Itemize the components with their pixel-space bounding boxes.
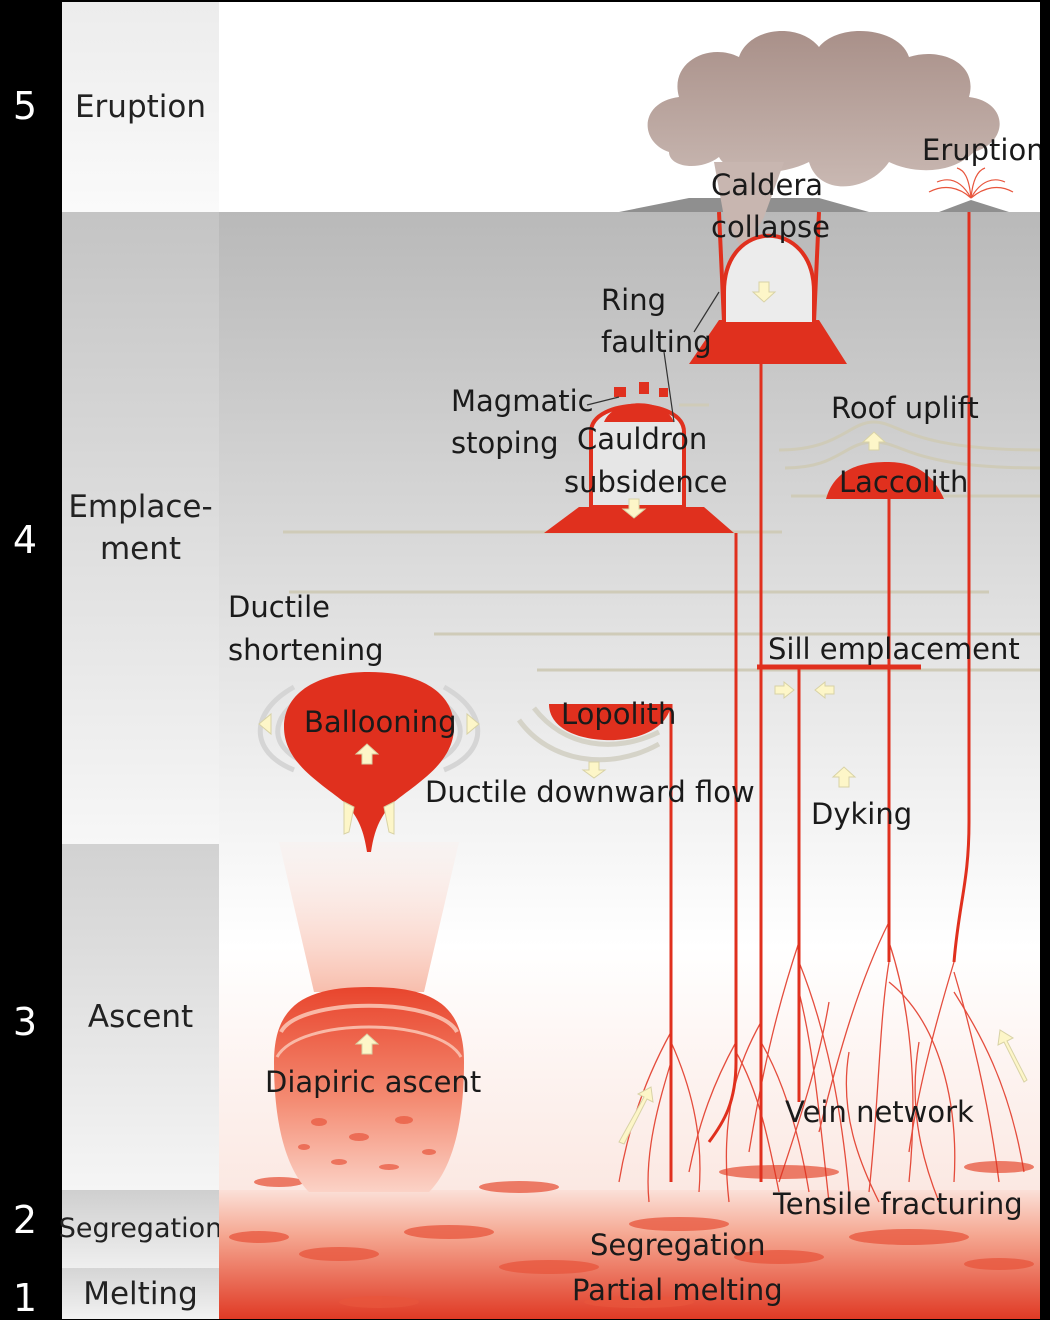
stage-emplacement-label-1: Emplace- [68,486,212,528]
label-ring-1: Ring [601,283,666,317]
label-partial-melting: Partial melting [572,1273,783,1307]
stage-ascent: Ascent [62,844,219,1190]
stage-segregation: Segregation [62,1190,219,1268]
magma-diagram: Eruption Caldera collapse Ring faulting … [219,2,1040,1319]
stage-eruption: Eruption [62,2,219,212]
stage-number-1: 1 [0,1276,50,1320]
label-roof-uplift: Roof uplift [831,391,979,425]
stage-segregation-label: Segregation [59,1208,222,1250]
stage-number-5: 5 [0,84,50,128]
stage-number-4: 4 [0,518,50,562]
label-magmatic-1: Magmatic [451,384,594,418]
label-cauldron-2: subsidence [564,465,727,499]
label-caldera-2: collapse [711,210,830,244]
label-laccolith: Laccolith [839,465,968,499]
diagram-panel: Eruption Caldera collapse Ring faulting … [219,2,1040,1319]
stage-ascent-label: Ascent [88,996,193,1038]
label-cauldron-1: Cauldron [577,422,707,456]
stage-emplacement-label-2: ment [100,528,181,570]
stage-emplacement: Emplace- ment [62,212,219,844]
stage-melting-label: Melting [83,1273,198,1315]
stage-column: Eruption Emplace- ment Ascent Segregatio… [62,2,219,1319]
stage-eruption-label: Eruption [75,86,206,128]
label-ductile-2: shortening [228,633,384,667]
label-diapiric: Diapiric ascent [265,1065,481,1099]
label-segregation: Segregation [590,1228,766,1262]
label-caldera-1: Caldera [711,168,823,202]
label-lopolith: Lopolith [561,697,676,731]
stage-number-2: 2 [0,1198,50,1242]
label-ballooning: Ballooning [304,705,457,739]
label-ring-2: faulting [601,325,712,359]
label-magmatic-2: stoping [451,426,558,460]
stage-number-3: 3 [0,1000,50,1044]
label-sill: Sill emplacement [768,632,1020,666]
label-ductile-flow: Ductile downward flow [425,775,755,809]
label-tensile: Tensile fracturing [772,1187,1023,1221]
label-ductile-1: Ductile [228,590,330,624]
label-dyking: Dyking [811,797,912,831]
label-eruption: Eruption [922,133,1040,167]
stage-melting: Melting [62,1268,219,1319]
label-vein: Vein network [785,1095,974,1129]
